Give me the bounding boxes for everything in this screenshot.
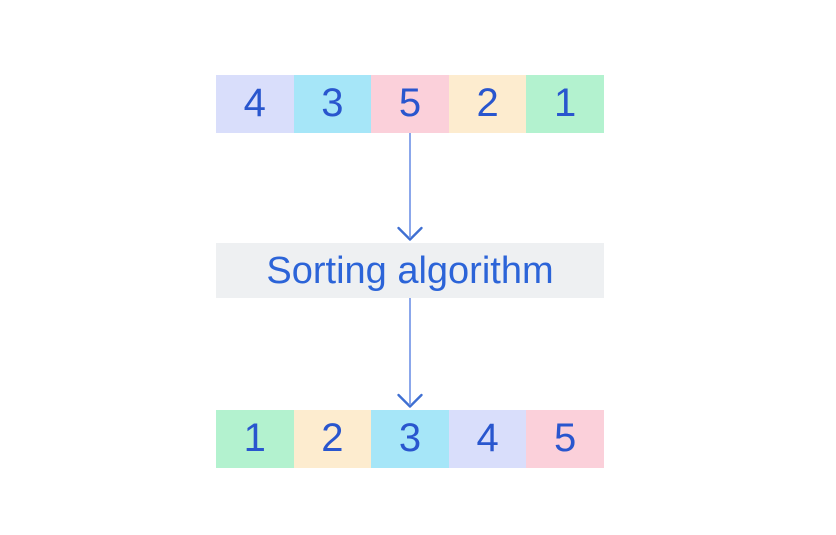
sorted-cell-3: 3	[371, 410, 449, 468]
unsorted-cell-3: 5	[371, 75, 449, 133]
sorting-algorithm-box: Sorting algorithm	[216, 243, 604, 298]
sorted-cell-2: 2	[293, 410, 372, 468]
unsorted-array-row: 4 3 5 2 1	[216, 75, 604, 133]
arrow-down-icon-svg	[397, 298, 423, 408]
unsorted-cell-2: 3	[293, 75, 372, 133]
sorted-cell-4: 4	[448, 410, 527, 468]
sorted-cell-5: 5	[526, 410, 604, 468]
sorted-cell-1: 1	[216, 410, 294, 468]
arrow-down-icon-svg	[397, 133, 423, 241]
unsorted-cell-1: 4	[216, 75, 294, 133]
arrow-down-icon	[395, 298, 425, 410]
arrow-down-icon	[395, 133, 425, 243]
unsorted-cell-4: 2	[448, 75, 527, 133]
sorted-array-row: 1 2 3 4 5	[216, 410, 604, 468]
unsorted-cell-5: 1	[526, 75, 604, 133]
